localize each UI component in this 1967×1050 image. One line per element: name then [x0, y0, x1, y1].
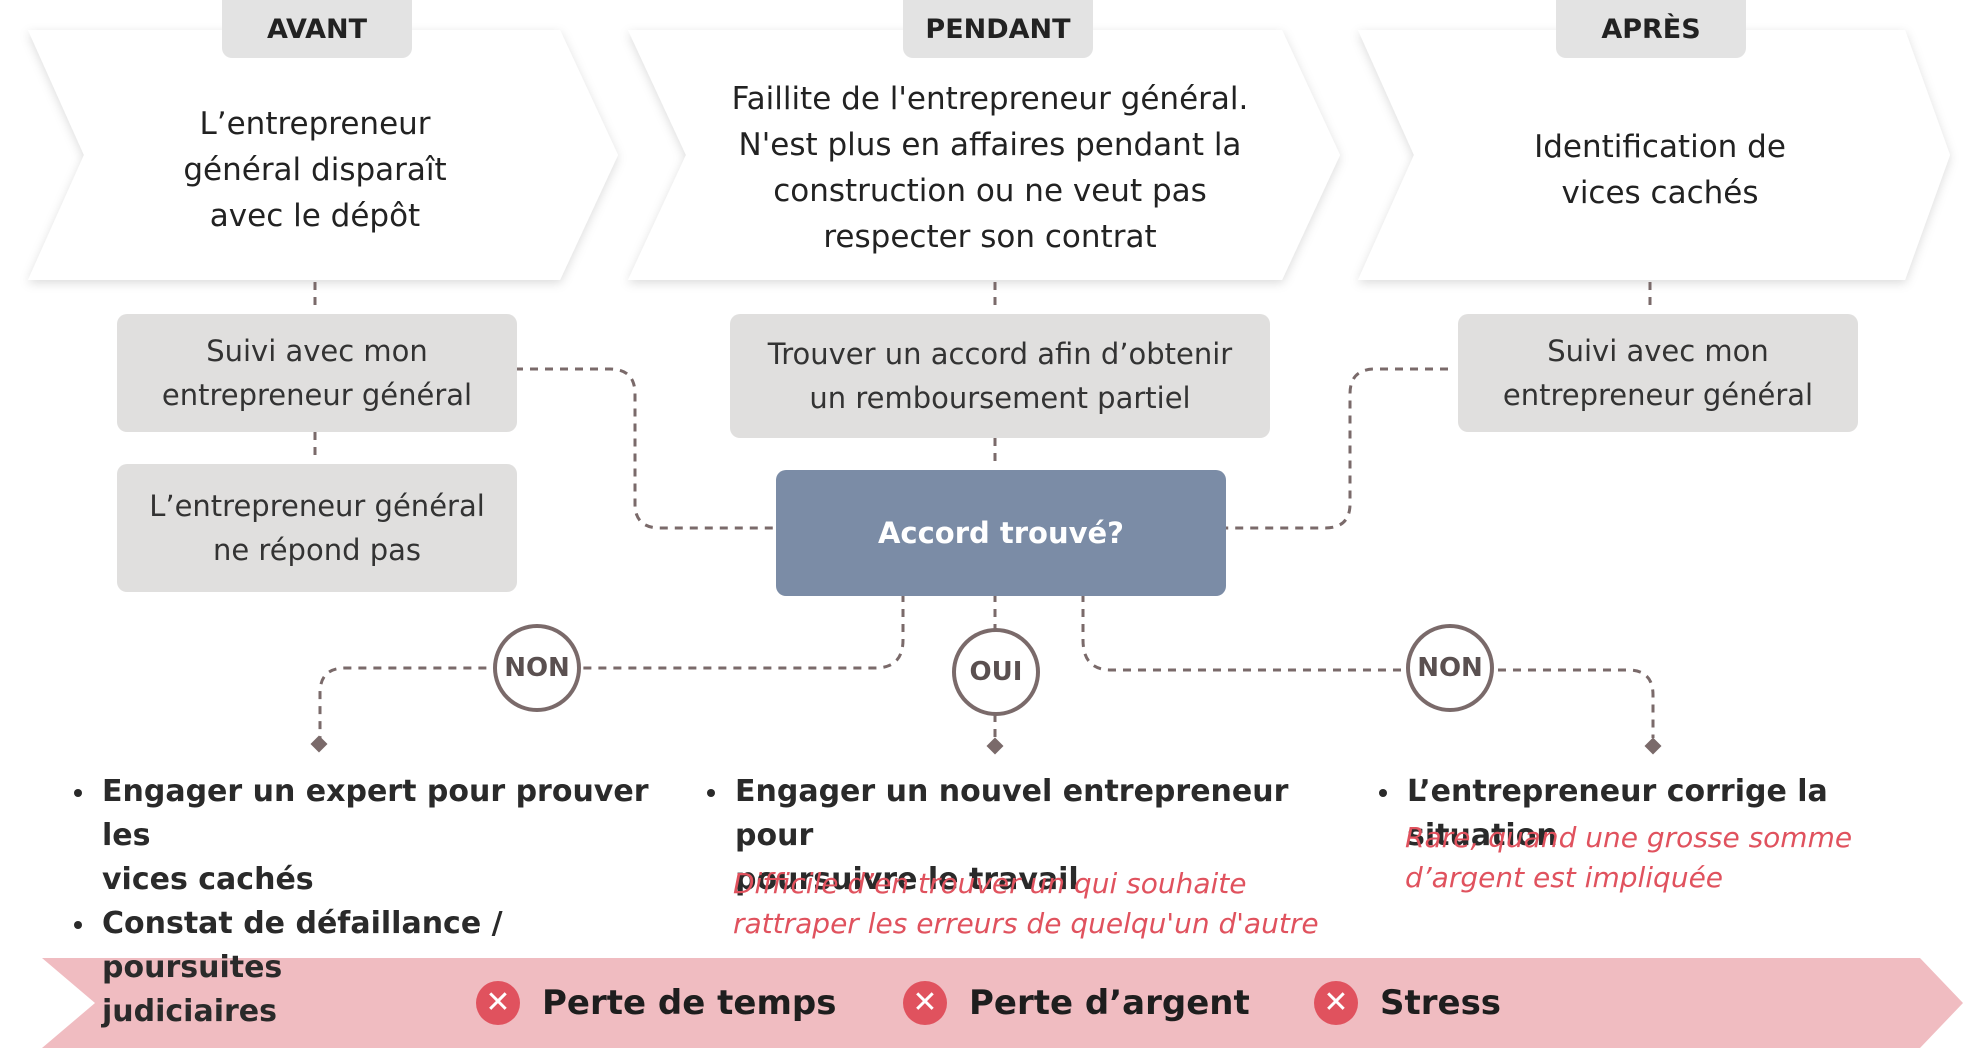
chevron-pendant: [628, 30, 1340, 280]
phase-description-pendant: Faillite de l'entrepreneur général. N'es…: [731, 80, 1249, 255]
step-apres-suivi: Suivi avec mon entrepreneur général: [1458, 314, 1858, 432]
consequence-label: Perte d’argent: [969, 983, 1250, 1023]
step-avant-no-answer: L’entrepreneur général ne répond pas: [117, 464, 517, 592]
endpoint-middle: [986, 737, 1004, 755]
consequence-label: Stress: [1380, 983, 1502, 1023]
outcome-left-item: Engager un expert pour prouver les vices…: [70, 770, 670, 902]
consequences-banner: [42, 958, 1963, 1048]
branch-oui: OUI: [952, 628, 1040, 716]
consequence-label: Perte de temps: [542, 983, 837, 1023]
branch-non-left: NON: [493, 624, 581, 712]
chevron-apres: [1358, 30, 1950, 280]
branch-non-right: NON: [1406, 624, 1494, 712]
outcome-middle-item: Engager un nouvel entrepreneur pour pour…: [703, 770, 1323, 902]
consequence-stress: ✕ Stress: [1314, 978, 1501, 1028]
consequence-time: ✕ Perte de temps: [476, 978, 836, 1028]
phase-description-avant: L’entrepreneur général disparaît avec le…: [183, 106, 447, 234]
connector-endpoints: [310, 735, 1662, 755]
phase-tab-avant: AVANT: [222, 0, 412, 58]
phase-tab-apres: APRÈS: [1556, 0, 1746, 58]
endpoint-left: [310, 735, 328, 753]
outcome-right-item: L’entrepreneur corrige la situation: [1375, 770, 1955, 858]
connector-avant-suivi-to-decision: [515, 367, 773, 530]
phase-description-apres: Identification de vices cachés: [1534, 129, 1786, 211]
decision-accord-trouve: Accord trouvé?: [776, 470, 1226, 596]
chevron-avant: [28, 30, 618, 280]
connector-apres-suivi-to-decision: [1220, 367, 1448, 530]
consequence-money: ✕ Perte d’argent: [903, 978, 1250, 1028]
outcome-middle-note: Difficile d’en trouver un qui souhaite r…: [733, 867, 1319, 940]
connector-decision-non-right: [1081, 594, 1655, 738]
close-icon: ✕: [903, 981, 947, 1025]
endpoint-right: [1644, 737, 1662, 755]
outcome-right-list: L’entrepreneur corrige la situation: [1375, 770, 1955, 858]
step-avant-suivi: Suivi avec mon entrepreneur général: [117, 314, 517, 432]
close-icon: ✕: [476, 981, 520, 1025]
outcome-middle-list: Engager un nouvel entrepreneur pour pour…: [703, 770, 1323, 902]
close-icon: ✕: [1314, 981, 1358, 1025]
outcome-right-note: Rare, quand une grosse somme d’argent es…: [1405, 821, 1853, 894]
phase-tab-pendant: PENDANT: [903, 0, 1093, 58]
outcome-left-item: Constat de défaillance / poursuites judi…: [70, 902, 670, 1034]
connector-decision-non-left: [318, 594, 905, 738]
outcome-left-list: Engager un expert pour prouver les vices…: [70, 770, 670, 1034]
step-pendant-accord: Trouver un accord afin d’obtenir un remb…: [730, 314, 1270, 438]
